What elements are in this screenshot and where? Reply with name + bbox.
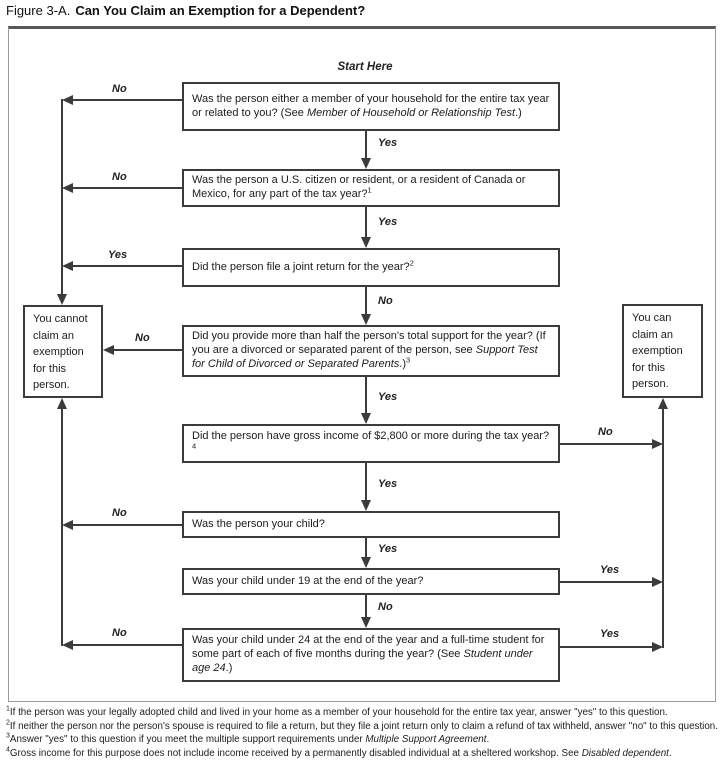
connector-q5-no-line	[560, 443, 652, 445]
figure-title: Figure 3-A. Can You Claim an Exemption fo…	[6, 3, 365, 18]
label-q2-no: No	[112, 171, 127, 183]
label-q5-no: No	[598, 426, 613, 438]
arrow-right-icon	[652, 439, 663, 449]
label-q3-no: No	[378, 295, 393, 307]
question-box-6: Was the person your child?	[182, 511, 560, 538]
label-q8-no: No	[112, 627, 127, 639]
question-text: Was the person your child?	[192, 517, 325, 530]
outcome-box-cannot: You cannot claim an exemption for this p…	[23, 305, 103, 398]
question-text: Did the person file a joint return for t…	[192, 257, 414, 273]
label-q8-yes: Yes	[600, 628, 620, 640]
label-q1-yes: Yes	[378, 137, 398, 149]
arrow-left-icon	[62, 640, 73, 650]
question-box-7: Was your child under 19 at the end of th…	[182, 568, 560, 595]
question-text: Did the person have gross income of $2,8…	[192, 429, 550, 450]
label-q2-yes: Yes	[378, 216, 398, 228]
arrow-down-icon	[361, 413, 371, 424]
question-box-8: Was your child under 24 at the end of th…	[182, 628, 560, 682]
figure-label: Figure 3-A.	[6, 3, 71, 18]
label-q6-no: No	[112, 507, 127, 519]
connector-q6-yes-line	[365, 538, 367, 557]
arrow-left-icon	[62, 183, 73, 193]
arrow-right-icon	[652, 642, 663, 652]
question-text: Did you provide more than half the perso…	[192, 330, 546, 370]
connector-q1-yes-line	[365, 131, 367, 158]
footnote-4: 4Gross income for this purpose does not …	[6, 746, 672, 760]
connector-q7-no-line	[365, 595, 367, 617]
arrow-right-icon	[652, 577, 663, 587]
connector-q2-yes-line	[365, 207, 367, 237]
connector-q3-yes-line	[70, 265, 182, 267]
label-q1-no: No	[112, 83, 127, 95]
label-q4-yes: Yes	[378, 391, 398, 403]
connector-q5-yes-line	[365, 463, 367, 500]
question-text: Was your child under 19 at the end of th…	[192, 574, 424, 587]
arrow-down-icon	[361, 314, 371, 325]
diagram-frame	[8, 26, 716, 702]
connector-q4-yes-line	[365, 377, 367, 413]
connector-q6-no-line	[70, 524, 182, 526]
connector-q8-no-line	[70, 644, 182, 646]
arrow-down-icon	[57, 294, 67, 305]
label-q5-yes: Yes	[378, 478, 398, 490]
arrow-up-icon	[658, 398, 668, 409]
arrow-left-icon	[62, 261, 73, 271]
outcome-box-can: You can claim an exemption for this pers…	[622, 304, 703, 398]
start-here-label: Start Here	[337, 61, 393, 73]
label-q7-yes: Yes	[600, 564, 620, 576]
connector-q1-no-line	[70, 99, 182, 101]
label-q3-yes: Yes	[108, 249, 128, 261]
figure-heading: Can You Claim an Exemption for a Depende…	[75, 3, 366, 18]
question-box-5: Did the person have gross income of $2,8…	[182, 424, 560, 463]
arrow-down-icon	[361, 617, 371, 628]
arrow-left-icon	[62, 95, 73, 105]
question-text: Was the person a U.S. citizen or residen…	[192, 174, 526, 200]
arrow-up-icon	[57, 398, 67, 409]
connector-q2-no-line	[70, 187, 182, 189]
arrow-down-icon	[361, 500, 371, 511]
label-q4-no: No	[135, 332, 150, 344]
question-box-4: Did you provide more than half the perso…	[182, 325, 560, 377]
footnote-3: 3Answer "yes" to this question if you me…	[6, 733, 490, 746]
question-box-1: Was the person either a member of your h…	[182, 82, 560, 131]
footnotes: 1If the person was your legally adopted …	[6, 706, 718, 761]
left-rail-upper-line	[61, 99, 63, 294]
footnote-2: 2If neither the person nor the person's …	[6, 719, 718, 732]
connector-q7-yes-line	[560, 581, 652, 583]
label-q6-yes: Yes	[378, 543, 398, 555]
right-rail-line	[662, 409, 664, 648]
connector-q4-no-line	[111, 349, 182, 351]
arrow-left-icon	[62, 520, 73, 530]
arrow-down-icon	[361, 237, 371, 248]
question-text: Was the person either a member of your h…	[192, 92, 550, 119]
question-box-3: Did the person file a joint return for t…	[182, 248, 560, 287]
arrow-left-icon	[103, 345, 114, 355]
arrow-down-icon	[361, 158, 371, 169]
connector-q3-no-line	[365, 287, 367, 314]
connector-q8-yes-line	[560, 646, 652, 648]
footnote-1: 1If the person was your legally adopted …	[6, 705, 668, 718]
question-box-2: Was the person a U.S. citizen or residen…	[182, 169, 560, 207]
arrow-down-icon	[361, 557, 371, 568]
label-q7-no: No	[378, 601, 393, 613]
question-text: Was your child under 24 at the end of th…	[192, 634, 545, 674]
